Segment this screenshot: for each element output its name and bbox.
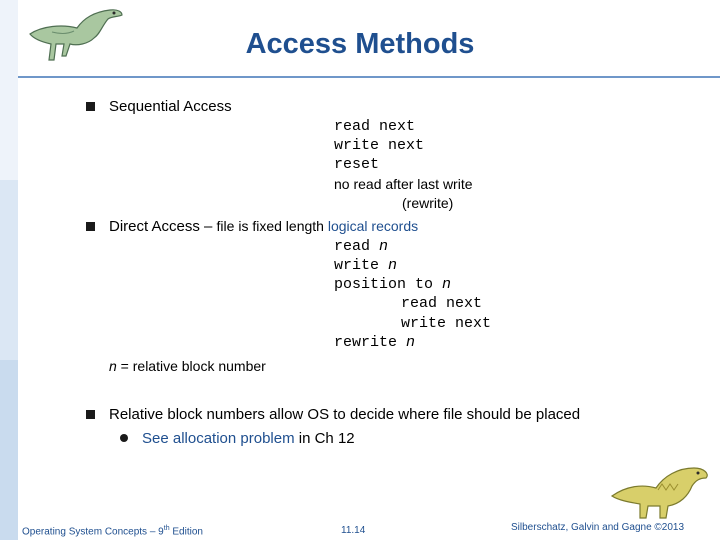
left-decorative-bar (0, 0, 18, 540)
direct-op-rewrite-n: rewrite n (334, 334, 415, 351)
seq-note: no read after last write (334, 176, 473, 192)
sub-bullet-text: in Ch 12 (294, 430, 355, 447)
title-underline (18, 76, 720, 78)
footer-edition-sup: th (163, 525, 170, 532)
footer-book-title-text: Operating System Concepts – 9 (22, 526, 164, 538)
n-variable: n (109, 358, 117, 374)
n-variable: n (379, 238, 389, 255)
logical-records-link[interactable]: logical records (327, 218, 419, 234)
footer-authors: Silberschatz, Galvin and Gagne ©2013 (511, 522, 685, 533)
bullet-square-icon (86, 222, 95, 231)
direct-op-read-next: read next (401, 295, 483, 312)
direct-op-rewrite-text: rewrite (334, 334, 407, 351)
seq-op-reset: reset (334, 156, 380, 173)
footer-page-number: 11.14 (341, 525, 366, 536)
seq-op-write-next: write next (334, 137, 425, 154)
n-variable: n (388, 257, 398, 274)
relative-block-note: n = relative block number (109, 358, 266, 374)
direct-op-write-n: write n (334, 257, 397, 274)
direct-op-read-n: read n (334, 238, 388, 255)
footer-edition-text: Edition (169, 526, 203, 538)
n-variable: n (406, 334, 416, 351)
bullet-square-icon (86, 410, 95, 419)
n-variable: n (442, 276, 452, 293)
dinosaur-bottom-icon (610, 467, 708, 519)
dinosaur-logo (29, 9, 123, 61)
sub-bullet-circle-icon (120, 434, 128, 442)
footer-book-title: Operating System Concepts – 9th Edition (22, 525, 203, 537)
bullet-direct-access: Direct Access – file is fixed length log… (109, 218, 418, 235)
direct-op-position-to-n: position to n (334, 276, 451, 293)
seq-op-read-next: read next (334, 118, 416, 135)
sub-bullet-allocation: See allocation problem in Ch 12 (142, 430, 355, 447)
direct-op-write-next: write next (401, 315, 492, 332)
bullet-sequential-access: Sequential Access (109, 98, 232, 115)
direct-op-read-text: read (334, 238, 380, 255)
direct-access-label: Direct Access – (109, 218, 217, 235)
direct-op-write-text: write (334, 257, 389, 274)
direct-access-desc: file is fixed length (216, 218, 328, 234)
direct-op-position-text: position to (334, 276, 443, 293)
leftbar-segment (0, 360, 18, 540)
slide-title: Access Methods (245, 28, 475, 60)
bullet-relative-block-numbers: Relative block numbers allow OS to decid… (109, 406, 581, 423)
leftbar-segment (0, 0, 18, 180)
bullet-square-icon (86, 102, 95, 111)
allocation-problem-link[interactable]: See allocation problem (142, 430, 295, 447)
relative-note-text: = relative block number (116, 358, 266, 374)
seq-note-rewrite: (rewrite) (402, 195, 454, 211)
leftbar-segment (0, 180, 18, 360)
